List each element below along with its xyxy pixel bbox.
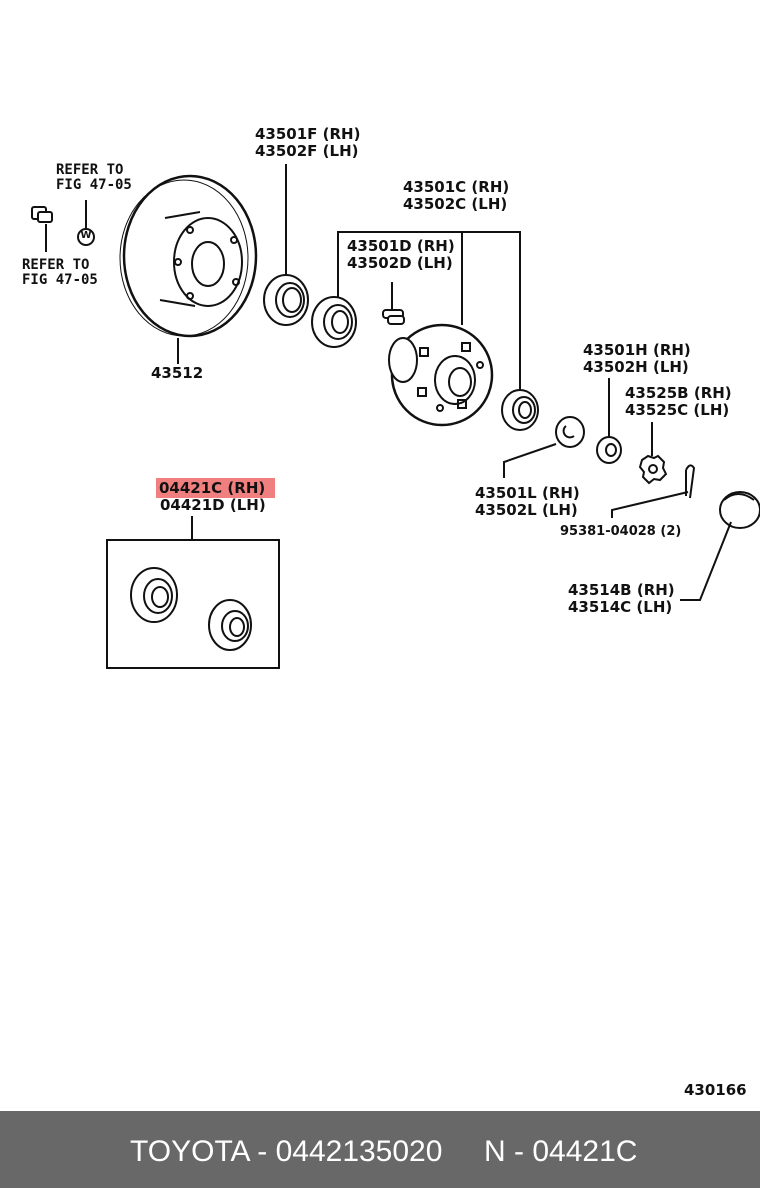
label-rh: 43501C (RH): [403, 178, 510, 196]
label-lh: 43514C (LH): [568, 598, 673, 616]
refer-line-1: REFER TO: [56, 162, 124, 178]
bearing-icon: [208, 599, 252, 651]
cotter-pin-icon: [611, 464, 696, 518]
washer-mark: W: [80, 230, 92, 241]
bearing-icon: [130, 567, 178, 623]
parts-diagram: [31, 164, 760, 669]
label-lh: 43502D (LH): [347, 254, 453, 272]
stud-icon: [382, 282, 405, 325]
bearing-icon: [311, 296, 357, 348]
hub-icon: [388, 323, 494, 427]
bolt-icon: [31, 206, 53, 252]
thrust-washer-icon: [503, 416, 585, 478]
refer-line-2: FIG 47-05: [56, 177, 132, 193]
label-rh: 43525B (RH): [625, 384, 732, 402]
label-kit: 04421C (RH)04421D (LH): [156, 478, 276, 514]
label-lh: 04421D (LH): [160, 496, 266, 514]
bearing-kit-box: [106, 516, 280, 669]
bearing-icon: [501, 389, 539, 431]
refer-line-1: REFER TO: [22, 257, 90, 273]
label-rh: 43501L (RH): [475, 484, 580, 502]
footer-bar: TOYOTA - 0442135020 N - 04421C: [0, 1111, 760, 1188]
oil-seal-icon: [263, 164, 309, 326]
label-bearing-c: 43501C (RH)43502C (LH): [403, 179, 509, 213]
nut-lock-icon: [638, 422, 668, 485]
highlighted-part-number: 04421C (RH): [156, 478, 276, 498]
label-nut: 43501H (RH)43502H (LH): [583, 342, 691, 376]
label-lh: 43502F (LH): [255, 142, 359, 160]
figure-number: 430166: [684, 1081, 747, 1099]
label-lh: 43502L (LH): [475, 501, 578, 519]
refer-line-2: FIG 47-05: [22, 272, 98, 288]
label-disc: 43512: [151, 364, 204, 382]
label-lh: 43502H (LH): [583, 358, 689, 376]
label-rh: 43501F (RH): [255, 125, 361, 143]
footer-code: N - 04421C: [484, 1135, 638, 1168]
label-lh: 43502C (LH): [403, 195, 508, 213]
label-rh: 43514B (RH): [568, 581, 675, 599]
label-rh: 43501D (RH): [347, 237, 455, 255]
brake-disc-icon: [119, 174, 258, 364]
label-rh: 43501H (RH): [583, 341, 691, 359]
label-thrust-washer: 43501L (RH)43502L (LH): [475, 485, 580, 519]
label-cotter-pin: 95381-04028 (2): [560, 524, 682, 539]
hub-cap-icon: [680, 491, 760, 601]
label-nut-lock: 43525B (RH)43525C (LH): [625, 385, 732, 419]
nut-icon: [596, 378, 622, 464]
label-bearing-d: 43501D (RH)43502D (LH): [347, 238, 455, 272]
label-lh: 43525C (LH): [625, 401, 730, 419]
footer-part-number: TOYOTA - 0442135020: [130, 1135, 443, 1168]
label-hub-cap: 43514B (RH)43514C (LH): [568, 582, 675, 616]
washer-icon: [77, 200, 95, 246]
label-oil-seal: 43501F (RH)43502F (LH): [255, 126, 360, 160]
